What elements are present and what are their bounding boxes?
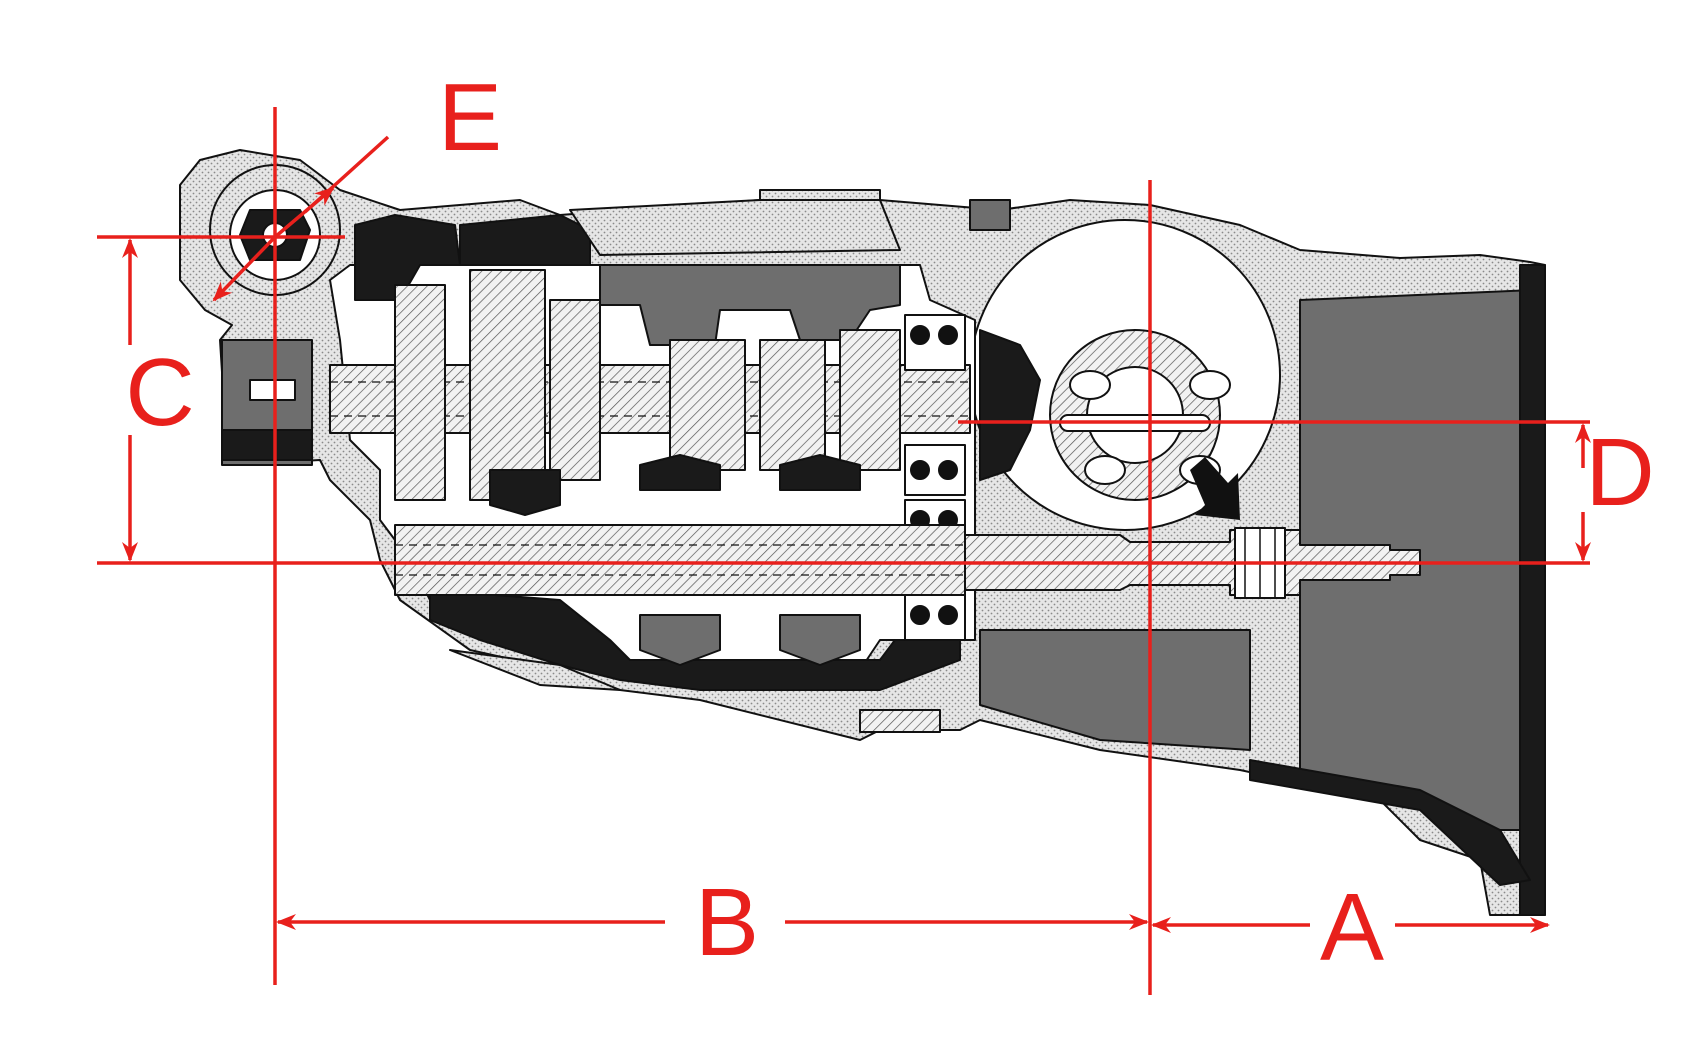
dimension-label-c: C <box>125 339 194 446</box>
gear-upper-2 <box>469 269 546 501</box>
countershaft <box>394 524 966 596</box>
dimension-e-arrow-out <box>273 186 335 239</box>
spider-gear-lower-left <box>1084 455 1126 485</box>
synchro-assemblies <box>489 454 861 666</box>
synchro-hub-5 <box>489 469 561 516</box>
dimension-label-a: A <box>1320 874 1384 981</box>
gear-upper-5 <box>759 339 826 471</box>
dimension-label-d: D <box>1585 419 1654 526</box>
dimension-e-arrow-in <box>212 235 277 302</box>
gear-upper-6 <box>839 329 901 471</box>
synchro-hub-2 <box>779 454 861 491</box>
upper-cover-stipple <box>569 199 901 256</box>
upper-gears <box>394 269 901 501</box>
gear-upper-3 <box>549 299 601 481</box>
spider-gear-right <box>1189 370 1231 400</box>
gear-upper-4 <box>669 339 746 471</box>
rear-mount-slot <box>249 379 296 401</box>
lower-stipple-rib <box>449 649 621 691</box>
gear-upper-1 <box>394 284 446 501</box>
transmission-cutaway <box>179 149 1546 916</box>
filler-plug <box>969 199 1011 231</box>
dimension-overlay <box>97 107 1591 995</box>
top-casting-dark <box>354 214 461 301</box>
dimension-label-e: E <box>438 64 502 171</box>
upper-synchro-block <box>599 264 901 346</box>
rotation-arrow <box>1190 457 1240 520</box>
bellhousing-lower-fill <box>979 629 1251 751</box>
spider-gear-left <box>1069 370 1111 400</box>
synchro-hub-3 <box>639 614 721 666</box>
dimension-label-b: B <box>695 869 759 976</box>
dimension-labels: E C D B A <box>125 64 1654 981</box>
bevel-pinion <box>979 329 1041 481</box>
bellhousing-rim <box>1519 264 1546 916</box>
bellhousing-bottom-rim <box>1249 759 1531 886</box>
rear-mount-base <box>221 429 313 461</box>
synchro-hub-1 <box>639 454 721 491</box>
top-casting-dark-2 <box>459 214 591 266</box>
synchro-hub-4 <box>779 614 861 666</box>
drain-bolt <box>859 709 941 733</box>
